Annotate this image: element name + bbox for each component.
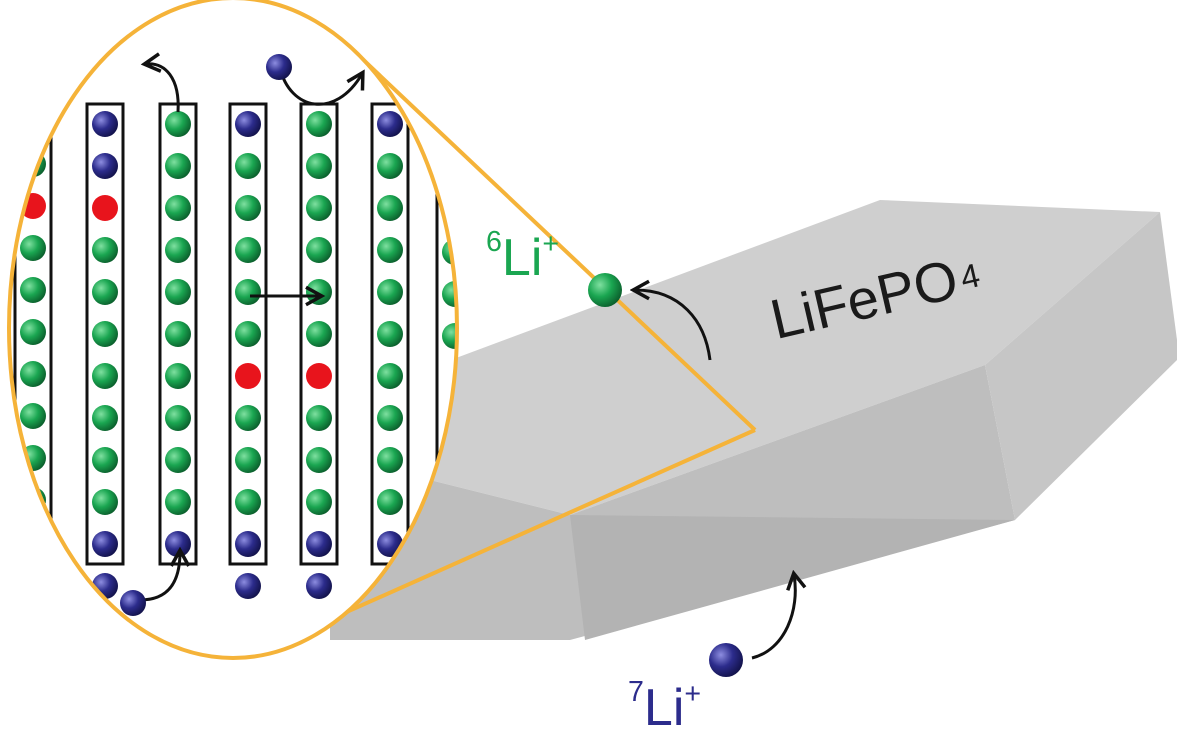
li-ion-green: [92, 363, 118, 389]
li-ion-green: [235, 447, 261, 473]
li7-ion-outside: [709, 643, 743, 677]
li-ion-blue: [92, 153, 118, 179]
li-ion-green: [165, 237, 191, 263]
li-ion-green: [165, 321, 191, 347]
li-ion-green: [377, 447, 403, 473]
li-ion-blue: [235, 111, 261, 137]
li-ion-green: [377, 363, 403, 389]
crystal-front-face: [330, 365, 1015, 640]
li-ion-green: [235, 405, 261, 431]
li7-label: 7Li+: [628, 678, 701, 737]
li-ion-green: [92, 237, 118, 263]
li-ion-green: [235, 321, 261, 347]
lifepo4-crystal: [330, 200, 1177, 640]
li-ion-green: [165, 447, 191, 473]
li-ion-green: [377, 405, 403, 431]
li-ion-green: [92, 405, 118, 431]
li7-isotope: 7: [628, 676, 644, 708]
olivine-channel: [85, 102, 125, 566]
li-ion-green: [165, 153, 191, 179]
li-ion-blue: [165, 531, 191, 557]
li-ion-green: [377, 195, 403, 221]
li-ion-green: [306, 195, 332, 221]
li-ion-green: [20, 529, 46, 555]
li-ion-green: [377, 489, 403, 515]
li-ion-blue: [20, 571, 46, 597]
li-ion-green: [377, 321, 403, 347]
li-ion-green: [306, 237, 332, 263]
li-ion-green: [442, 239, 457, 265]
li-ion-blue: [306, 573, 332, 599]
li-ion-green: [92, 489, 118, 515]
li7-charge: +: [684, 678, 702, 710]
li-ion-green: [92, 279, 118, 305]
li-ion-green: [377, 279, 403, 305]
li-ion-green: [20, 235, 46, 261]
arrow-li6-leaving: [635, 290, 712, 361]
li-ion-red: [306, 363, 332, 389]
migration-arrows: [139, 64, 362, 602]
li-ion-green: [165, 363, 191, 389]
li-ion-green: [306, 111, 332, 137]
arrow-exit-right: [278, 67, 362, 106]
li-ion-green: [306, 153, 332, 179]
li-ion-red: [235, 363, 261, 389]
li-ion-green: [306, 321, 332, 347]
crystal-top-face: [330, 200, 1160, 515]
li-ion-green: [92, 447, 118, 473]
li-ion-green: [306, 279, 332, 305]
li7-ion-top: [266, 54, 292, 80]
li-ion-green: [165, 111, 191, 137]
crystal-lower-face: [570, 515, 1015, 640]
li-ion-green: [165, 195, 191, 221]
li6-element: Li: [501, 229, 543, 287]
li-ion-green: [20, 277, 46, 303]
li-ion-green: [306, 405, 332, 431]
li6-label: 6Li+: [486, 228, 559, 287]
arrow-li7-entering: [751, 575, 795, 660]
li-ion-green: [165, 405, 191, 431]
li-ion-blue: [306, 531, 332, 557]
li-ion-green: [20, 361, 46, 387]
li-ion-green: [20, 319, 46, 345]
li-ion-green: [306, 489, 332, 515]
li-ion-blue: [235, 573, 261, 599]
arrow-exit-left: [146, 64, 180, 113]
li-ion-blue: [92, 531, 118, 557]
li-ion-green: [235, 153, 261, 179]
li-ion-green: [20, 403, 46, 429]
li7-element: Li: [643, 679, 685, 737]
magnifier-outline: [7, 0, 459, 660]
li-ion-green: [92, 321, 118, 347]
arrow-enter-bottom: [139, 552, 180, 602]
li-ion-blue: [92, 111, 118, 137]
li-ion-green: [306, 447, 332, 473]
li-ion-red: [92, 195, 118, 221]
li-ion-green: [235, 195, 261, 221]
li7-ion-bottom-left: [120, 590, 146, 616]
li-ion-green: [377, 237, 403, 263]
olivine-channel: [228, 102, 268, 566]
li-ion-green: [235, 237, 261, 263]
li6-ion-surface: [588, 273, 622, 307]
li-ion-blue: [377, 111, 403, 137]
li6-isotope: 6: [486, 226, 502, 258]
li-ion-green: [377, 153, 403, 179]
li-ion-green: [235, 489, 261, 515]
li-ion-green: [165, 489, 191, 515]
li-ion-blue: [235, 531, 261, 557]
crystal-end-face: [985, 212, 1177, 520]
li6-charge: +: [542, 228, 560, 260]
li-ion-green: [165, 279, 191, 305]
li-ion-green: [235, 279, 261, 305]
